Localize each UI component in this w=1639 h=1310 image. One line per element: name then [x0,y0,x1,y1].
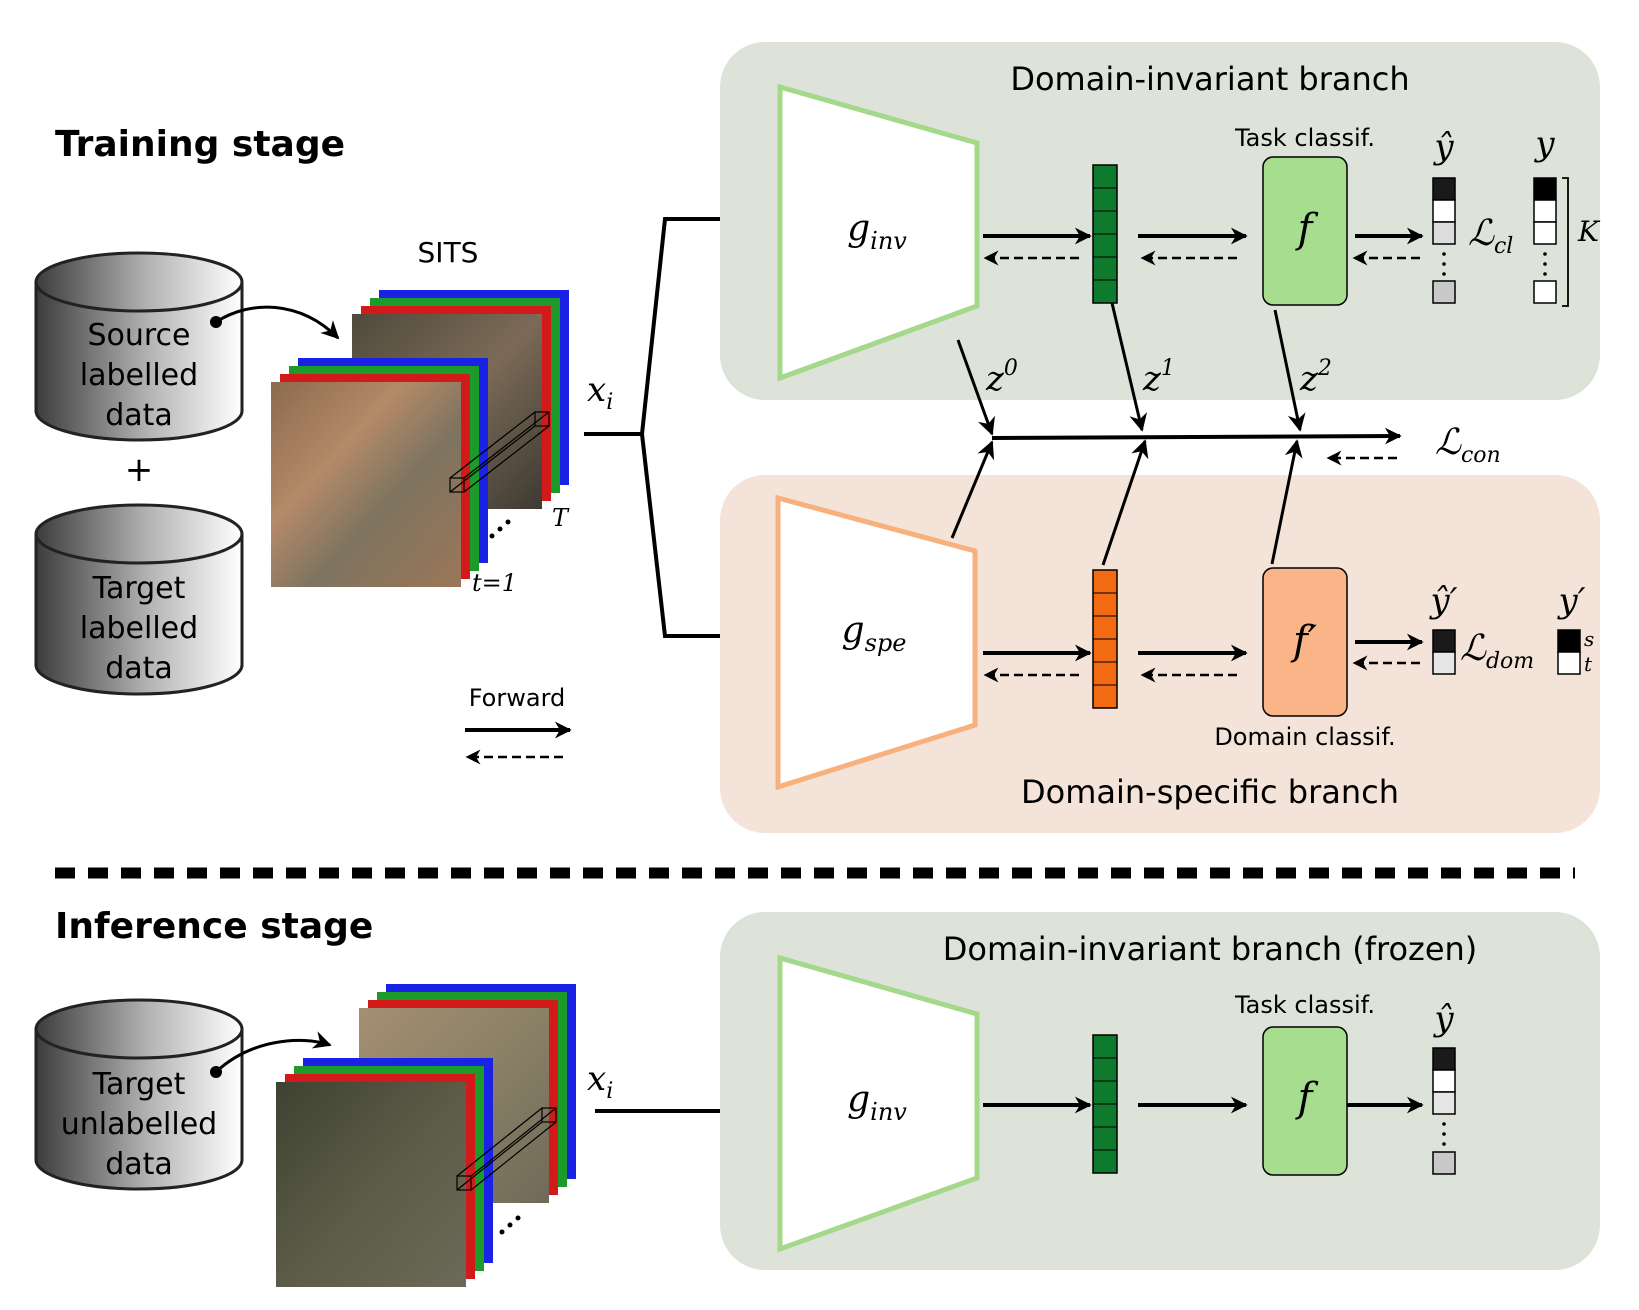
target-domain-label: t [1584,652,1593,676]
inference-encoder [777,954,980,1253]
domain-truth-vector [1557,629,1581,675]
specific-encoder [775,494,978,791]
source-db-line-3: data [105,398,173,433]
inference-classifier-caption: Task classif. [1234,991,1375,1019]
target-db-line-1: Target [92,571,186,606]
inference-stage-title: Inference stage [55,906,373,947]
specific-branch-title: Domain-specific branch [1021,773,1399,811]
domain-prediction-label: ŷ′ [1429,581,1458,621]
source-db-line-2: labelled [80,358,198,393]
source-database-icon [34,251,244,442]
k-classes-label: K [1577,215,1601,248]
specific-forward-arrows [983,633,1424,662]
task-classifier [1262,156,1348,306]
inference-db-line-3: data [105,1147,173,1182]
z1-label: z1 [1142,356,1175,399]
inference-encoder-label: ginv [847,1079,907,1126]
domain-classifier-caption: Domain classif. [1214,723,1395,751]
prediction-label: ŷ [1432,127,1454,167]
target-db-line-3: data [105,651,173,686]
inference-branch-title: Domain-invariant branch (frozen) [943,930,1478,968]
inference-db-line-2: unlabelled [61,1107,217,1142]
prediction-vector [1432,177,1456,304]
specific-encoder-label: gspe [842,610,907,657]
inference-db-line-1: Target [92,1067,186,1102]
contrastive-arrows [950,302,1306,566]
target-unlabelled-database-icon [34,998,244,1191]
inference-classifier [1262,1026,1348,1176]
domain-loss: ℒdom [1460,628,1534,674]
invariant-encoder [777,83,980,382]
contrastive-loss: ℒcon [1435,422,1501,468]
source-domain-label: s [1584,627,1594,651]
task-classifier-caption: Task classif. [1234,124,1375,152]
invariant-encoder-label: ginv [847,208,907,255]
input-x-label: xi [587,370,613,415]
ground-truth-label: y [1533,124,1555,164]
domain-prediction-vector [1432,629,1456,675]
inference-feature-vector [1092,1034,1118,1174]
invariant-branch-title: Domain-invariant branch [1010,60,1409,98]
invariant-feature-vector [1092,164,1118,304]
specific-feature-vector [1092,569,1118,709]
source-to-sits-arrow [210,305,340,340]
target-database-icon [34,503,244,696]
time-last-label: T [552,504,570,532]
inference-sits-image-stack [276,984,576,1287]
domain-classifier [1262,567,1348,717]
plus-sign: + [125,450,154,490]
inference-prediction-label: ŷ [1432,999,1454,1039]
target-db-line-2: labelled [80,611,198,646]
z2-label: z2 [1299,356,1332,399]
training-stage-title: Training stage [55,124,345,165]
specific-backward-arrows [983,655,1420,683]
domain-classifier-label: f′ [1290,618,1317,664]
domain-truth-label: y′ [1557,581,1586,621]
z0-label: z0 [985,356,1018,399]
sits-image-stack [271,290,569,587]
ground-truth-vector [1533,177,1569,307]
source-db-line-1: Source [87,318,190,353]
target-to-sits-arrow [210,1031,332,1078]
legend-forward-label: Forward [469,684,566,712]
sits-label: SITS [418,236,479,269]
time-first-label: t=1 [472,569,517,597]
inference-input-x-label: xi [587,1059,613,1104]
classification-loss: ℒcl [1468,213,1513,259]
contrastive-main-arrow [991,427,1402,445]
inference-prediction-vector [1432,1047,1456,1175]
